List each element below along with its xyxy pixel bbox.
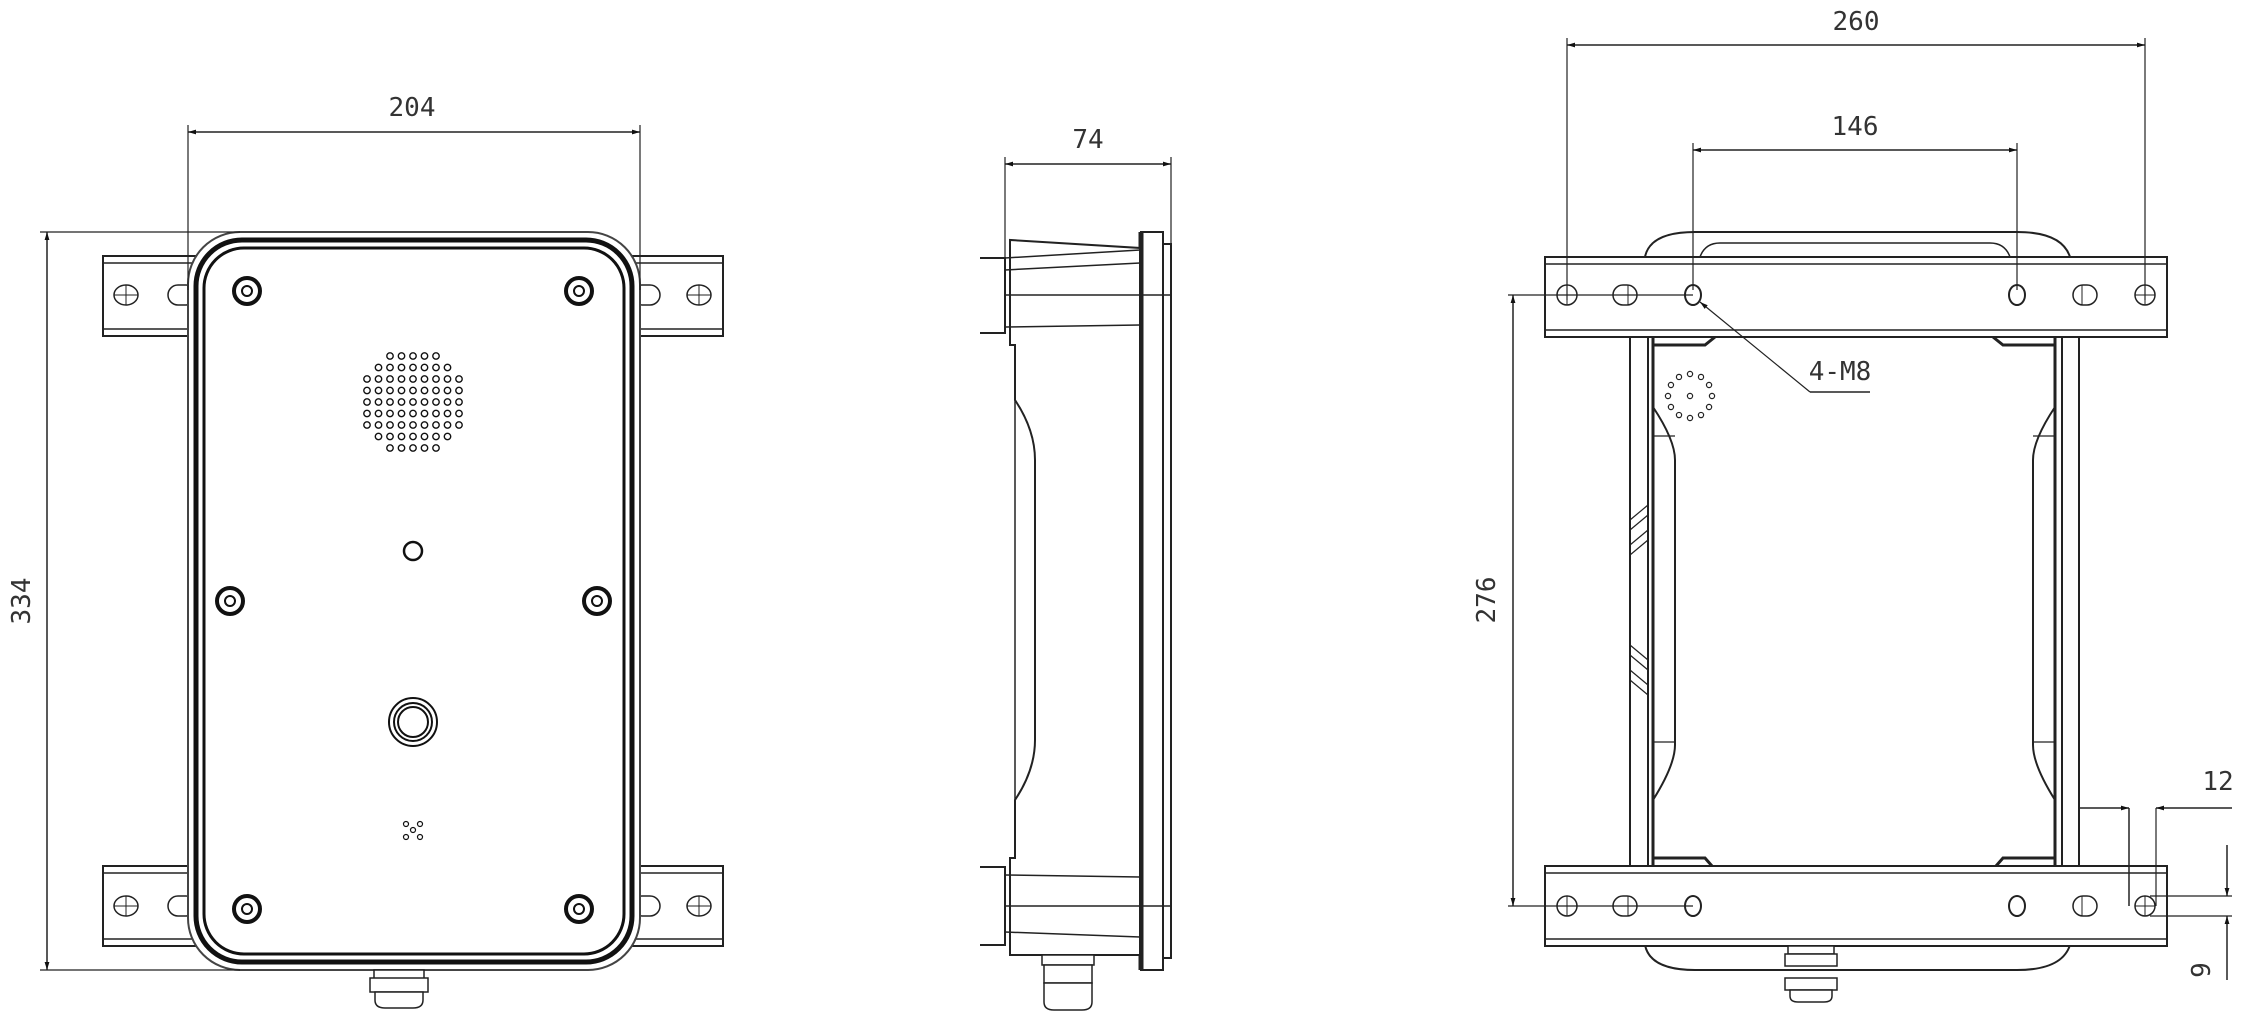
dimension-260: 260 (1566, 7, 2146, 300)
screw-icon (215, 586, 245, 616)
call-button-icon (388, 697, 438, 747)
dim-label-9: 9 (2187, 962, 2217, 978)
corner-screws (215, 276, 612, 924)
screw-icon (232, 894, 262, 924)
screw-icon (582, 586, 612, 616)
indicator-led-icon (402, 540, 424, 562)
dimension-74: 74 (1004, 125, 1172, 260)
cable-gland-icon (369, 969, 429, 1009)
dim-label-12: 12 (2202, 767, 2233, 797)
screw-icon (564, 894, 594, 924)
dimension-334: 334 (7, 231, 240, 971)
dimension-146: 146 (1692, 112, 2018, 290)
screw-icon (564, 276, 594, 306)
speaker-grille-icon (363, 352, 463, 452)
dim-label-146: 146 (1832, 112, 1879, 142)
front-view: 204 334 (7, 93, 724, 1009)
dim-label-204: 204 (389, 93, 436, 123)
callout-label-4-m8: 4-M8 (1809, 357, 1872, 387)
microphone-holes-icon (402, 820, 424, 841)
dimension-9: 9 (2150, 845, 2232, 980)
dim-label-74: 74 (1072, 125, 1103, 155)
dim-label-260: 260 (1833, 7, 1880, 37)
screw-icon (232, 276, 262, 306)
front-enclosure (187, 231, 641, 971)
dimension-12: 12 (2080, 767, 2234, 906)
cable-gland-icon (1784, 945, 1838, 1003)
cable-gland-icon (1041, 954, 1095, 1011)
dim-label-276: 276 (1472, 577, 1502, 624)
hole-callout-4-m8: 4-M8 (1699, 301, 1872, 393)
rear-view: 260 146 276 4-M8 12 (1472, 7, 2234, 1003)
rear-top-rail (1544, 256, 2168, 338)
dimension-204: 204 (187, 93, 641, 290)
dim-label-334: 334 (7, 578, 37, 625)
rear-speaker-holes-icon (1664, 370, 1716, 422)
side-view: 74 (980, 125, 1172, 1011)
dimension-276: 276 (1472, 294, 1693, 907)
